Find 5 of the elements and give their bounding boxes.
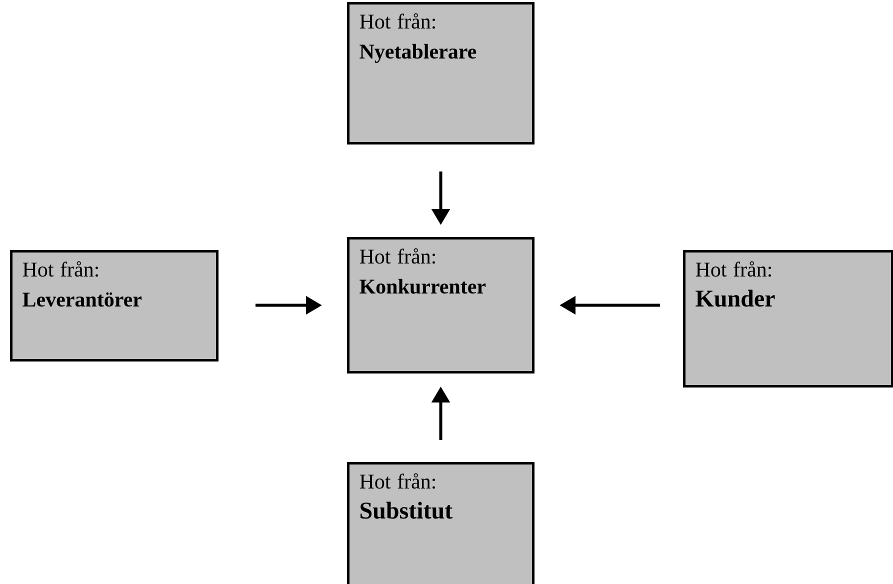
process-box: Hot från: Leverantörer bbox=[10, 250, 218, 362]
process-box: Hot från: Nyetablerare bbox=[347, 2, 534, 144]
process-box: Hot från: Konkurrenter bbox=[347, 237, 534, 374]
process-box: Hot från: Substitut bbox=[347, 462, 534, 584]
process-box: Hot från: Kunder bbox=[683, 250, 893, 388]
